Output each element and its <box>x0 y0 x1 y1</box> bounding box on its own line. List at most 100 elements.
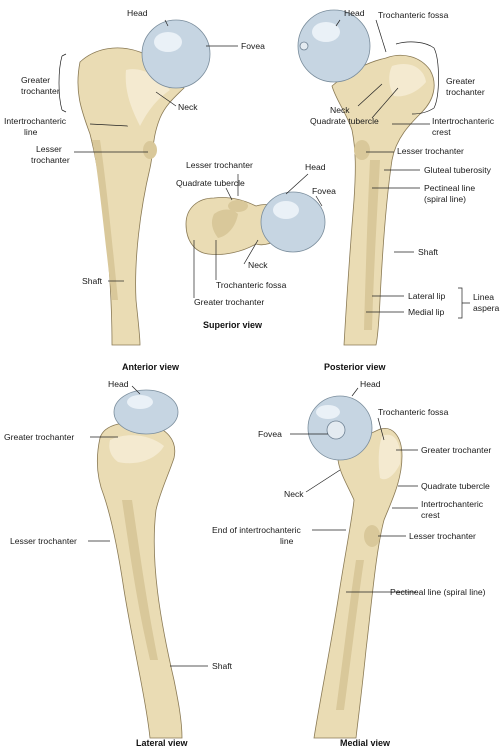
posterior-gluteal-label: Gluteal tuberosity <box>424 165 492 175</box>
medial-caption: Medial view <box>340 738 391 748</box>
superior-quadrate-label: Quadrate tubercle <box>176 178 245 188</box>
superior-fossa-shadow <box>211 209 238 238</box>
posterior-view: Head Trochanteric fossa Greater trochant… <box>297 8 499 372</box>
superior-view: Lesser trochanter Head Quadrate tubercle… <box>176 160 336 330</box>
superior-gt-label: Greater trochanter <box>194 297 264 307</box>
posterior-fovea-pit <box>299 41 309 51</box>
medial-head-highlight <box>316 405 340 419</box>
posterior-gt-highlight <box>389 63 426 97</box>
posterior-shaft-label: Shaft <box>418 247 439 257</box>
posterior-gt-label-2: trochanter <box>446 87 485 97</box>
anterior-lesser-label-1: Lesser <box>36 144 62 154</box>
anterior-femoral-head <box>141 19 211 89</box>
medial-fovea-pit <box>326 420 346 440</box>
medial-crest-label-1: Intertrochanteric <box>421 499 484 509</box>
posterior-lesser-label: Lesser trochanter <box>397 146 464 156</box>
superior-neck-label: Neck <box>248 260 268 270</box>
superior-fovea-label: Fovea <box>312 186 336 196</box>
superior-quadrate-tubercle-shape <box>228 200 248 212</box>
medial-fovea-label: Fovea <box>258 429 282 439</box>
posterior-fossa-label: Trochanteric fossa <box>378 10 449 20</box>
medial-view: Head Fovea Trochanteric fossa Greater tr… <box>212 379 491 748</box>
anterior-gt-bracket-ends <box>61 53 67 113</box>
posterior-head-label: Head <box>344 8 365 18</box>
superior-quadrate-leader <box>225 187 233 201</box>
anterior-gt-label-2: trochanter <box>21 86 60 96</box>
posterior-gt-label-1: Greater <box>446 76 475 86</box>
superior-lesser-label: Lesser trochanter <box>186 160 253 170</box>
anterior-head-highlight <box>154 32 182 52</box>
posterior-head-leader <box>335 19 341 27</box>
posterior-neck-label: Neck <box>330 105 350 115</box>
posterior-linea-label-1: Linea <box>473 292 494 302</box>
lateral-lesser-label: Lesser trochanter <box>10 536 77 546</box>
posterior-femoral-head <box>297 9 371 83</box>
posterior-pectineal-label-2: (spiral line) <box>424 194 466 204</box>
medial-gt-label: Greater trochanter <box>421 445 491 455</box>
medial-fossa-leader <box>377 417 385 441</box>
posterior-gt-bracket <box>395 41 439 115</box>
posterior-medial-lip-label: Medial lip <box>408 307 445 317</box>
posterior-fossa-leader <box>375 19 387 53</box>
medial-head-leader <box>351 387 359 397</box>
anterior-fovea-label: Fovea <box>241 41 265 51</box>
lateral-head-leader <box>131 385 141 395</box>
posterior-quadrate-label: Quadrate tubercle <box>310 116 379 126</box>
posterior-linea-label-2: aspera <box>473 303 499 313</box>
posterior-linea-bracket <box>458 287 470 319</box>
medial-lesser-trochanter-shape <box>364 525 380 547</box>
superior-caption: Superior view <box>203 320 263 330</box>
posterior-crest-label-1: Intertrochanteric <box>432 116 495 126</box>
medial-fossa-label: Trochanteric fossa <box>378 407 449 417</box>
medial-gt-highlight <box>378 434 401 480</box>
anterior-gt-label-1: Greater <box>21 75 50 85</box>
medial-shadow <box>336 560 364 710</box>
superior-femoral-head <box>260 191 326 253</box>
superior-fovea-leader <box>315 195 323 207</box>
anterior-view: Head Fovea Greater trochanter Neck Inter… <box>4 8 265 372</box>
anterior-shaft-label: Shaft <box>82 276 103 286</box>
posterior-lesser-trochanter-shape <box>354 140 370 160</box>
medial-end-intertroch-label-1: End of intertrochanteric <box>212 525 302 535</box>
anterior-intertroch-leader <box>89 123 129 127</box>
superior-head-leader <box>285 173 309 195</box>
posterior-quadrate-leader <box>371 87 399 119</box>
superior-fossa-label: Trochanteric fossa <box>216 280 287 290</box>
lateral-head-label: Head <box>108 379 129 389</box>
anterior-shadow <box>92 140 118 300</box>
anterior-head-label: Head <box>127 8 148 18</box>
anterior-gt-bracket <box>58 55 63 111</box>
medial-pectineal-label: Pectineal line (spiral line) <box>390 587 486 597</box>
anterior-caption: Anterior view <box>122 362 180 372</box>
anterior-lesser-label-2: trochanter <box>31 155 70 165</box>
lateral-shadow <box>122 500 158 660</box>
anterior-intertroch-label-1: Intertrochanteric <box>4 116 67 126</box>
posterior-head-highlight <box>312 22 340 42</box>
medial-neck-label: Neck <box>284 489 304 499</box>
medial-head-label: Head <box>360 379 381 389</box>
anterior-intertroch-label-2: line <box>24 127 38 137</box>
anterior-neck-label: Neck <box>178 102 198 112</box>
posterior-crest-label-2: crest <box>432 127 451 137</box>
posterior-caption: Posterior view <box>324 362 387 372</box>
lateral-gt-label: Greater trochanter <box>4 432 74 442</box>
posterior-shadow <box>364 160 380 330</box>
superior-head-label: Head <box>305 162 326 172</box>
lateral-gt-highlight <box>109 435 164 464</box>
lateral-view: Head Greater trochanter Lesser trochante… <box>4 379 233 748</box>
anterior-neck-leader <box>155 91 177 107</box>
posterior-neck-leader <box>357 83 383 107</box>
lateral-head-highlight <box>127 395 153 409</box>
posterior-femur-bone <box>331 54 435 346</box>
posterior-lateral-lip-label: Lateral lip <box>408 291 445 301</box>
medial-end-intertroch-label-2: line <box>280 536 294 546</box>
anterior-head-leader <box>164 19 169 27</box>
anterior-lesser-trochanter-shape <box>143 141 157 159</box>
lateral-caption: Lateral view <box>136 738 189 748</box>
superior-head-highlight <box>273 201 299 219</box>
medial-quadrate-label: Quadrate tubercle <box>421 481 490 491</box>
posterior-pectineal-label-1: Pectineal line <box>424 183 475 193</box>
superior-neck-leader <box>243 239 259 265</box>
